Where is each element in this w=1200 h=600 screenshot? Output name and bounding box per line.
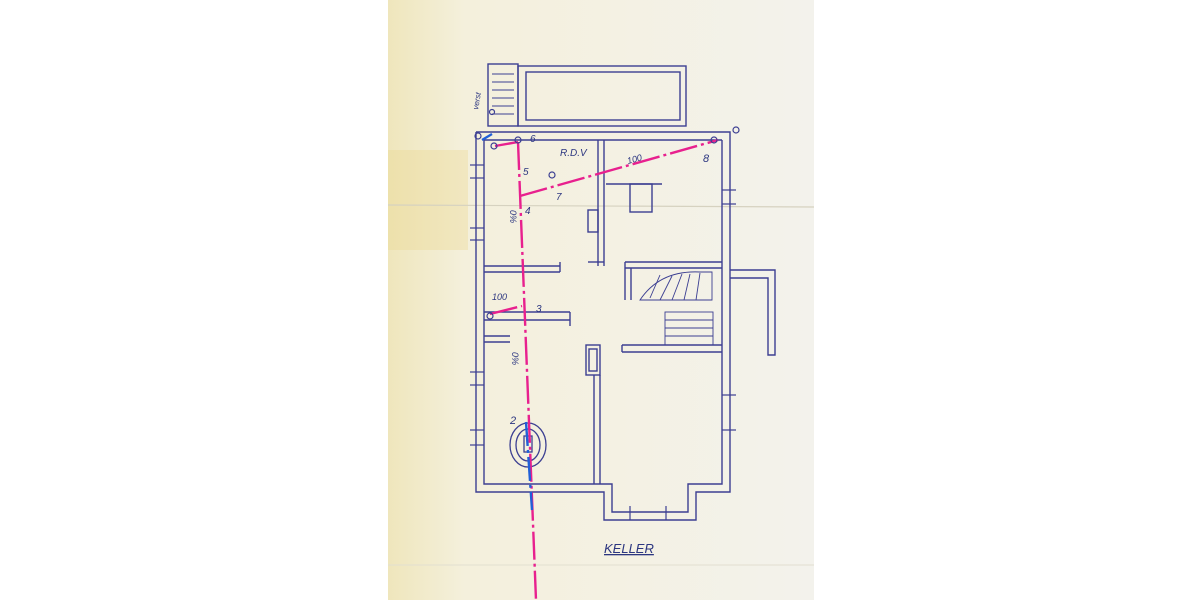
- building-walls: [475, 63, 776, 521]
- caption-keller: KELLER: [604, 541, 654, 556]
- paper: [388, 0, 814, 600]
- main-stair: [639, 271, 714, 346]
- point-label-5: 5: [523, 167, 529, 178]
- pipe-nodes: [474, 108, 740, 320]
- slope-note-lower: 0%: [510, 352, 520, 365]
- window-marks: [470, 164, 736, 520]
- point-label-8: 8: [703, 153, 710, 165]
- pipe-note-branch: 100: [492, 292, 507, 302]
- slope-note-upper: 0%: [508, 210, 518, 223]
- paper-fold: [387, 204, 815, 208]
- pipe-note-main: 100: [626, 152, 643, 166]
- room-label-rdv: R.D.V: [560, 148, 588, 159]
- point-label-2: 2: [509, 415, 516, 427]
- stair-note: verst: [471, 91, 483, 110]
- paper-stain: [388, 150, 468, 250]
- point-label-6: 6: [530, 134, 536, 145]
- point-label-3: 3: [536, 304, 542, 315]
- point-label-7: 7: [556, 192, 562, 203]
- drain-pipes: [489, 138, 719, 600]
- existing-pipe: [481, 132, 534, 511]
- point-label-4: 4: [525, 206, 531, 217]
